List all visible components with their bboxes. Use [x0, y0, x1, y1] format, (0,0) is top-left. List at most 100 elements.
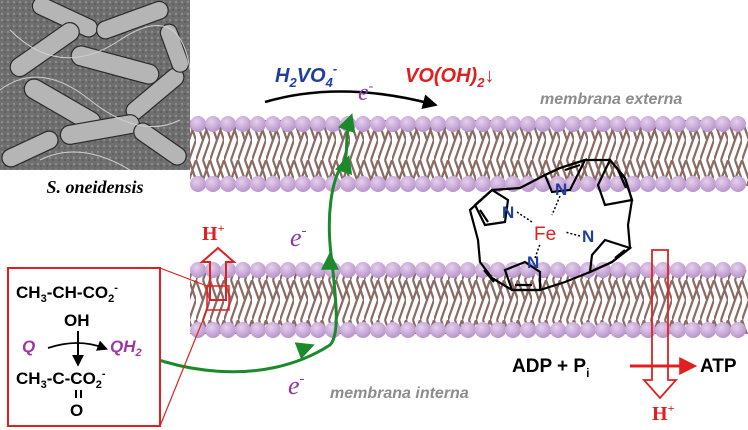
- lipid-head: [535, 322, 551, 338]
- lipid-head: [565, 322, 581, 338]
- lipid-head: [625, 262, 641, 278]
- electron-path-arrow-3: [335, 155, 353, 176]
- lipid-head: [445, 116, 461, 132]
- electron-label-top: e-: [358, 79, 374, 106]
- heme-coordination-bonds: [516, 195, 581, 259]
- lactate-formula: CH3-CH-CO2-: [16, 282, 118, 305]
- quinone-label: Q: [22, 337, 35, 356]
- lipid-head: [715, 116, 731, 132]
- lipid-head: [520, 116, 536, 132]
- electron-path-arrow-1: [294, 342, 315, 360]
- lipid-head: [325, 322, 341, 338]
- lipid-head: [385, 262, 401, 278]
- electron-label-bottom: e-: [288, 371, 305, 400]
- lipid-head: [235, 116, 251, 132]
- outer-membrane-heads-top: [190, 116, 746, 132]
- lipid-head: [220, 116, 236, 132]
- lactate-oxidation-box: [7, 267, 161, 427]
- inner-membrane-heads-bottom: [190, 322, 746, 338]
- lipid-head: [400, 176, 416, 192]
- lipid-head: [355, 262, 371, 278]
- lipid-head: [205, 116, 221, 132]
- lipid-head: [250, 176, 266, 192]
- inner-membrane-heads-top: [190, 262, 746, 278]
- lipid-head: [400, 262, 416, 278]
- lipid-head: [490, 176, 506, 192]
- lipid-head: [505, 116, 521, 132]
- lipid-head: [250, 116, 266, 132]
- lipid-head: [700, 262, 716, 278]
- lipid-head: [355, 116, 371, 132]
- lipid-head: [685, 116, 701, 132]
- nitrogen-2-label: N: [555, 180, 567, 199]
- lipid-head: [715, 322, 731, 338]
- lipid-head: [385, 176, 401, 192]
- lipid-head: [595, 116, 611, 132]
- lipid-head: [730, 176, 746, 192]
- lipid-head: [340, 176, 356, 192]
- lipid-head: [385, 322, 401, 338]
- hydroxyl-label: OH: [64, 311, 90, 330]
- lipid-head: [580, 322, 596, 338]
- lipid-head: [370, 322, 386, 338]
- lipid-head: [655, 116, 671, 132]
- lipid-head: [490, 116, 506, 132]
- lipid-head: [550, 322, 566, 338]
- outer-membrane-label: membrana externa: [540, 91, 682, 108]
- lipid-head: [655, 322, 671, 338]
- lipid-head: [460, 116, 476, 132]
- lipid-head: [295, 116, 311, 132]
- iron-label: Fe: [534, 224, 556, 245]
- carbonyl-oxygen-label: O: [70, 401, 83, 420]
- lipid-head: [460, 176, 476, 192]
- lipid-head: [205, 176, 221, 192]
- lipid-head: [415, 116, 431, 132]
- lipid-head: [415, 322, 431, 338]
- lipid-head: [460, 322, 476, 338]
- outer-membrane: [190, 116, 748, 192]
- lipid-head: [550, 262, 566, 278]
- lipid-head: [235, 176, 251, 192]
- lipid-head: [625, 116, 641, 132]
- species-label: S. oneidensis: [46, 177, 143, 197]
- membrane-zoom-box: [206, 285, 230, 311]
- lipid-head: [565, 116, 581, 132]
- lipid-head: [400, 116, 416, 132]
- lipid-head: [685, 262, 701, 278]
- outer-membrane-heads-bottom: [190, 176, 746, 192]
- lipid-head: [370, 116, 386, 132]
- lipid-head: [415, 262, 431, 278]
- proton-label-top: H+: [202, 221, 225, 245]
- lipid-head: [205, 262, 221, 278]
- lipid-head: [445, 262, 461, 278]
- lipid-head: [565, 262, 581, 278]
- lipid-head: [640, 262, 656, 278]
- lipid-head: [475, 116, 491, 132]
- lipid-head: [430, 262, 446, 278]
- lipid-head: [265, 262, 281, 278]
- lipid-head: [190, 176, 206, 192]
- lipid-head: [715, 262, 731, 278]
- lipid-head: [445, 322, 461, 338]
- lipid-head: [580, 116, 596, 132]
- svg-text:VO(OH)2↓: VO(OH)2↓: [405, 65, 494, 90]
- lipid-head: [355, 322, 371, 338]
- lipid-head: [730, 116, 746, 132]
- electron-label-middle: e-: [290, 223, 307, 252]
- lipid-head: [250, 322, 266, 338]
- lipid-head: [730, 322, 746, 338]
- lipid-head: [670, 176, 686, 192]
- lipid-head: [250, 262, 266, 278]
- atp-label: ATP: [700, 356, 737, 377]
- lipid-head: [700, 322, 716, 338]
- lipid-head: [190, 116, 206, 132]
- lipid-head: [265, 322, 281, 338]
- lipid-head: [220, 176, 236, 192]
- proton-label-bottom: H+: [652, 401, 675, 425]
- lipid-head: [370, 176, 386, 192]
- lipid-head: [235, 262, 251, 278]
- lipid-head: [700, 176, 716, 192]
- lipid-head: [310, 176, 326, 192]
- lipid-head: [190, 322, 206, 338]
- lipid-head: [355, 176, 371, 192]
